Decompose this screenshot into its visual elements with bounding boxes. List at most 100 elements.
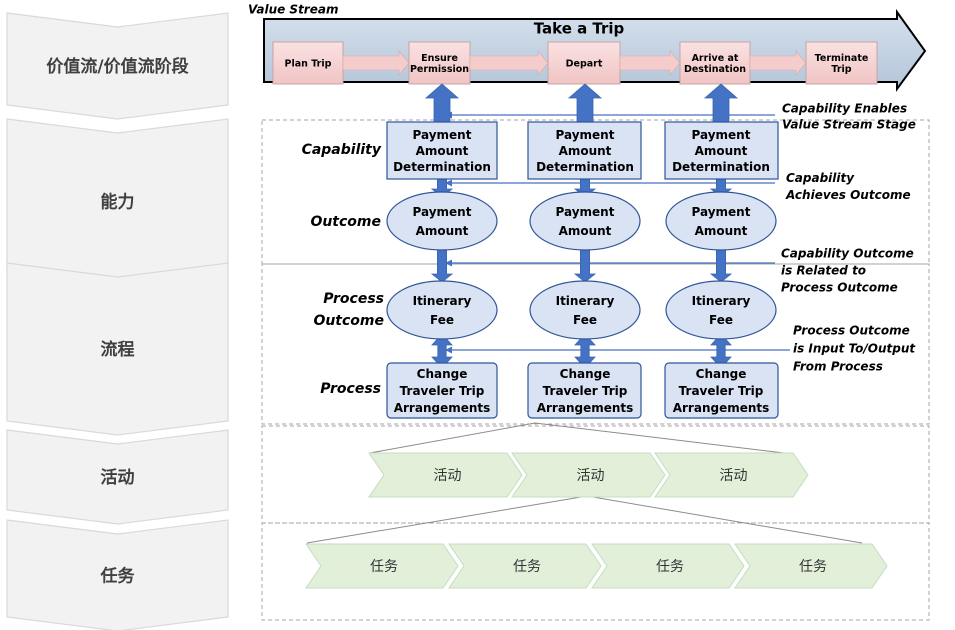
- value-stream-title-line: Take a Trip: [534, 19, 625, 37]
- task-chevron: [305, 543, 459, 589]
- value-stream-stage-label-line: Ensure: [421, 53, 458, 64]
- row-label-outcome-line: Outcome: [310, 214, 381, 230]
- stage-label-line: 流程: [101, 339, 135, 360]
- layer-frames: [261, 119, 930, 621]
- row-label-process-outcome-line: Process: [323, 291, 384, 307]
- value-stream-stage-label-line: Arrive at: [692, 53, 739, 64]
- task-chevron-label: 任务: [799, 559, 827, 575]
- process-label-line: Change: [560, 367, 611, 381]
- value-stream-stage-label-line: Plan Trip: [285, 58, 332, 69]
- value-stream-caption: Value Stream: [248, 2, 338, 16]
- stage-chevron: [6, 262, 229, 436]
- task-chevron-label-line: 任务: [370, 559, 398, 575]
- process-label-line: Arrangements: [394, 401, 491, 415]
- capability-label-line: Determination: [536, 160, 634, 174]
- annotation-line: Capability: [786, 171, 855, 185]
- task-chevron: [734, 543, 888, 589]
- process-label-line: Change: [417, 367, 468, 381]
- decomposition-line: [306, 495, 588, 544]
- task-chevron-label-line: 任务: [656, 559, 684, 575]
- activity-row: 活动活动活动: [368, 452, 809, 498]
- annotation-line: Process Outcome: [793, 323, 910, 337]
- stage-chevron: [6, 429, 229, 525]
- outcome-relation-arrow: [709, 249, 733, 283]
- capability-enables-arrow: [703, 83, 739, 123]
- process-label-line: Traveler Trip: [679, 384, 764, 398]
- activity-chevron-label-line: 活动: [577, 468, 605, 484]
- outcome-oval: [529, 191, 641, 251]
- process-label-line: Traveler Trip: [400, 384, 485, 398]
- process-outcome-label-line: Itinerary: [692, 294, 751, 308]
- capability-label-line: Amount: [695, 144, 748, 158]
- value-stream-title: Take a Trip: [534, 19, 625, 37]
- capability-label-line: Payment: [413, 128, 472, 142]
- row-label-process: Process: [320, 381, 381, 397]
- outcome-oval: [386, 191, 498, 251]
- decomposition-line: [586, 495, 863, 544]
- value-stream-stage: [679, 41, 751, 85]
- layer-frame: [261, 522, 930, 621]
- outcome-label-line: Amount: [695, 224, 748, 238]
- process-outcome-oval: [386, 280, 498, 340]
- stage-label: 流程: [101, 339, 135, 360]
- stage-connector: [469, 50, 549, 76]
- outcome-label-line: Payment: [692, 205, 751, 219]
- capability-label-line: Amount: [559, 144, 612, 158]
- capability-enables-arrow: [424, 83, 460, 123]
- outcome-relation-arrow: [430, 249, 454, 283]
- annotation-line: is Related to: [781, 263, 866, 277]
- outcome-label-line: Payment: [413, 205, 472, 219]
- process-outcome-label-line: Itinerary: [556, 294, 615, 308]
- value-stream-stage: [805, 41, 878, 85]
- decomposition-line: [534, 422, 785, 454]
- stage-label: 任务: [100, 566, 136, 587]
- relation-line-arrowhead: [445, 179, 452, 187]
- value-stream-caption-line: Value Stream: [248, 2, 338, 16]
- stage-connector: [749, 50, 807, 76]
- activity-chevron-label: 活动: [434, 468, 462, 484]
- outcome-relation-arrow: [573, 249, 597, 283]
- annotation-line: Value Stream Stage: [782, 117, 916, 131]
- annotation-line: Capability Enables: [782, 101, 907, 115]
- task-chevron: [448, 543, 602, 589]
- annotation-line: Achieves Outcome: [785, 188, 911, 202]
- value-stream-stage-label: Depart: [566, 58, 603, 69]
- process-outcome-label-line: Fee: [573, 313, 597, 327]
- stage-chevron: [6, 519, 229, 630]
- relation-line-arrowhead: [445, 346, 452, 354]
- value-stream-stage-label-line: Depart: [566, 58, 603, 69]
- annotation-line: From Process: [793, 359, 883, 373]
- activity-chevron: [511, 452, 666, 498]
- task-chevron-label: 任务: [656, 559, 684, 575]
- layer-frame: [261, 425, 930, 524]
- process-outcome-oval: [665, 280, 777, 340]
- value-stream-stage-label-line: Destination: [684, 64, 746, 75]
- process-outcome-label-line: Fee: [430, 313, 454, 327]
- value-stream-stage-label-line: Trip: [831, 64, 851, 75]
- process-label-line: Arrangements: [673, 401, 770, 415]
- process-box: [527, 362, 642, 419]
- process-box: [664, 362, 779, 419]
- activity-chevron: [654, 452, 809, 498]
- outcome-label-line: Amount: [559, 224, 612, 238]
